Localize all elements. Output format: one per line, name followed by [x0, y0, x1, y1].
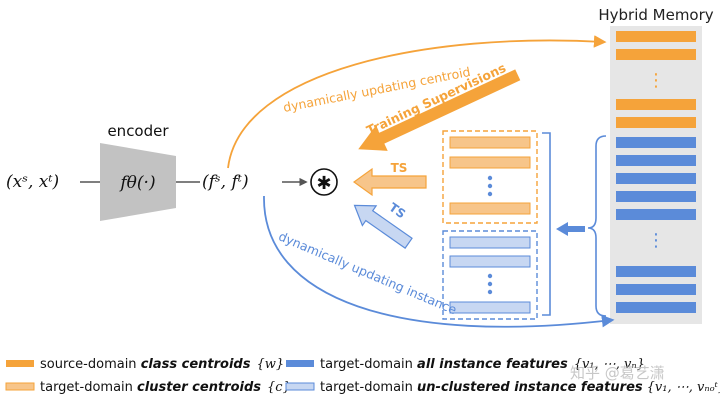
clusters-bracket	[542, 132, 551, 316]
legend-swatch-unclustered-instances	[285, 382, 315, 391]
cluster-ellipsis-dot	[487, 175, 493, 181]
encoder-shape	[100, 143, 176, 221]
memory-row-target-instance	[616, 137, 696, 148]
features-label: (fˢ, fᵗ)	[202, 172, 249, 192]
encoder-function: fθ(·)	[118, 173, 155, 193]
input-label: (xˢ, xᵗ)	[6, 172, 59, 192]
memory-row-target-instance	[616, 155, 696, 166]
memory-ellipsis-blue: ⋮	[647, 230, 665, 251]
watermark: 知乎 @葛艺潇	[570, 364, 665, 382]
memory-row-target-instance	[616, 266, 696, 277]
memory-row-source-centroid	[616, 117, 696, 128]
memory-row-target-instance	[616, 284, 696, 295]
encoder-label: encoder	[107, 122, 169, 140]
legend-item-2: target-domain all instance features{v₁, …	[320, 357, 645, 372]
memory-row-target-instance	[616, 302, 696, 313]
ts-label-orange: TS	[391, 161, 408, 175]
curve-updating-instance	[263, 195, 615, 328]
cluster-centroid-row	[449, 202, 531, 215]
cluster-centroid-row	[449, 156, 531, 169]
unclustered-ellipsis-dot	[487, 289, 493, 295]
legend-swatch-all-instances	[286, 360, 314, 367]
training-supervisions-arrow	[358, 69, 521, 151]
conv-operator-symbol: ✱	[316, 173, 331, 194]
cluster-centroid-row	[449, 136, 531, 149]
memory-to-clusters-arrow	[556, 222, 585, 236]
memory-ellipsis-orange: ⋮	[647, 70, 665, 91]
legend-swatch-cluster-centroids	[5, 382, 35, 391]
cluster-ellipsis-dot	[487, 191, 493, 197]
legend: source-domain class centroids{w} target-…	[5, 357, 720, 395]
legend-item-3: target-domain cluster centroids{c}	[40, 380, 291, 395]
memory-brace	[587, 135, 607, 317]
ts-label-blue: TS	[386, 200, 408, 221]
legend-item-4: target-domain un-clustered instance feat…	[320, 380, 720, 395]
memory-row-source-centroid	[616, 99, 696, 110]
memory-row-target-instance	[616, 191, 696, 202]
curve-updating-centroid	[227, 35, 607, 169]
ts-arrow-orange	[352, 167, 427, 197]
memory-row-source-centroid	[616, 31, 696, 42]
ts-arrow-blue	[353, 204, 413, 249]
conv-operator-circle	[310, 168, 338, 196]
memory-row-target-instance	[616, 209, 696, 220]
unclustered-ellipsis-dot	[487, 273, 493, 279]
unclustered-instance-row	[449, 301, 531, 314]
unclustered-ellipsis-dot	[487, 281, 493, 287]
curve-bottom-label: dynamically updating instance	[276, 228, 459, 317]
hybrid-memory-bank: ⋮ ⋮	[610, 26, 702, 324]
legend-swatch-source-centroids	[6, 360, 34, 367]
memory-row-target-instance	[616, 173, 696, 184]
unclustered-instances-box	[442, 230, 538, 320]
unclustered-instance-row	[449, 255, 531, 268]
cluster-ellipsis-dot	[487, 183, 493, 189]
memory-row-source-centroid	[616, 49, 696, 60]
legend-item-1: source-domain class centroids{w}	[40, 357, 284, 372]
cluster-centroids-box	[442, 130, 538, 224]
hybrid-memory-title: Hybrid Memory	[598, 6, 713, 24]
unclustered-instance-row	[449, 236, 531, 249]
